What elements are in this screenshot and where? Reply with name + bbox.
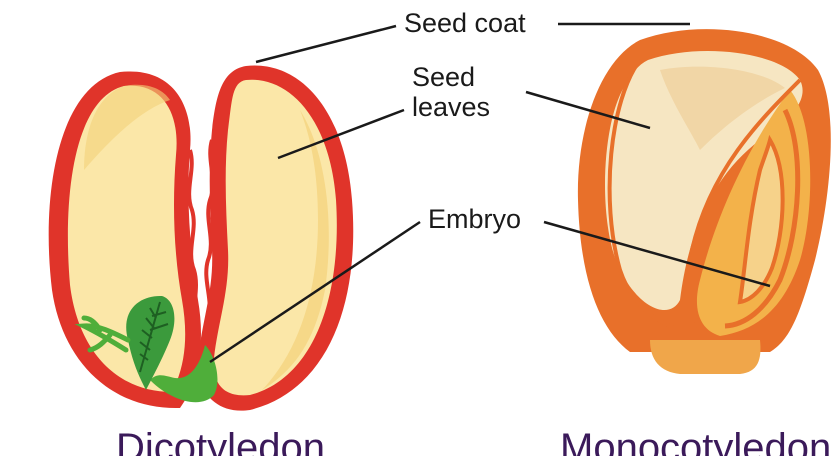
embryo-leaf [126, 295, 175, 390]
monocot-embryo-outline [724, 108, 801, 329]
monocot-endosperm-shade [660, 66, 785, 150]
leader-embryo-left [209, 220, 421, 364]
leader-seed-leaves-left [277, 108, 405, 160]
leader-embryo-right [543, 220, 771, 288]
embryo-leaf-veins [139, 301, 169, 373]
monocot-divider [687, 78, 802, 331]
monocot-seed [577, 29, 831, 374]
dicot-left-leaf-shade [84, 84, 170, 170]
dicotyledon-caption: Dicotyledon [116, 426, 326, 456]
dicot-leaf-gap-edge-2 [204, 139, 215, 321]
dicot-seed [48, 65, 354, 411]
leader-lines [209, 22, 771, 364]
monocot-embryo-inner [737, 134, 785, 305]
monocotyledon-caption: Monocotyledon [560, 426, 831, 456]
leader-seed-leaves-right [525, 90, 651, 130]
monocot-foot [650, 340, 761, 374]
seed-leaves-label: Seed leaves [412, 62, 491, 122]
embryo-radicle [150, 345, 218, 403]
seed-coat-label: Seed coat [404, 8, 526, 38]
dicot-right-leaf-shade [262, 110, 329, 390]
embryo-label: Embryo [428, 204, 522, 234]
dicot-embryo [74, 295, 218, 403]
embryo-shoot [74, 315, 131, 353]
dicot-leaf-gap-edge [187, 149, 198, 331]
leader-seed-coat-left [255, 24, 397, 64]
monocot-endosperm [605, 50, 803, 311]
monocot-inner-border [607, 58, 681, 332]
